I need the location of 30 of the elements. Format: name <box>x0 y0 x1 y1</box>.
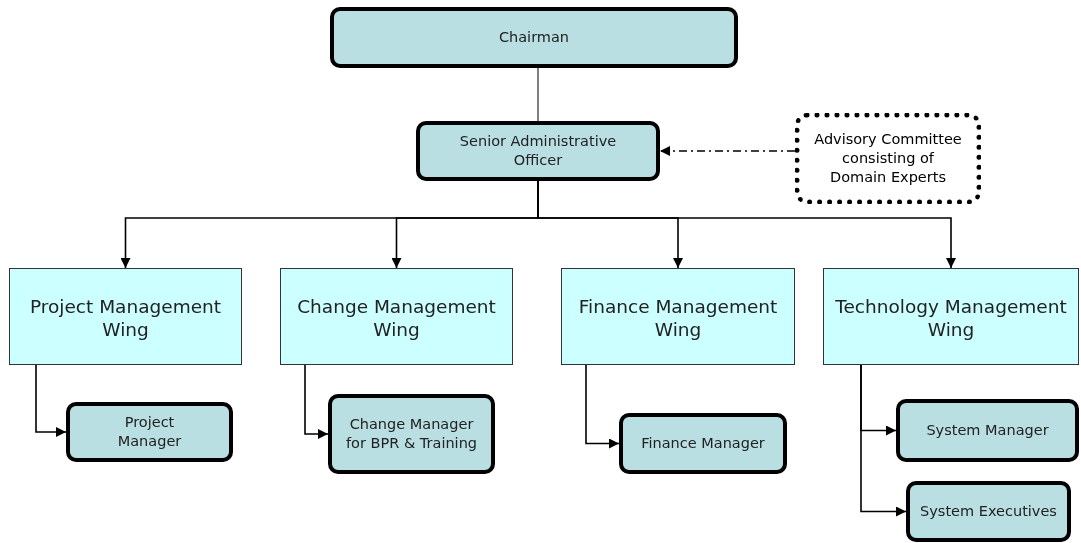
node-label: Project Management Wing <box>28 295 222 341</box>
arrow <box>304 364 329 439</box>
node-label: Finance Management Wing <box>577 295 779 341</box>
wing-box <box>280 268 513 365</box>
node-label: Finance Manager <box>640 434 766 453</box>
role-box <box>328 394 495 474</box>
wing-box <box>9 268 242 365</box>
arrow <box>35 364 67 437</box>
node-label: Chairman <box>497 28 571 47</box>
role-box <box>906 481 1071 542</box>
wing-box <box>823 268 1079 365</box>
node-label: System Executives <box>919 502 1058 521</box>
role-box <box>619 413 787 474</box>
node-label: System Manager <box>925 421 1050 440</box>
arrow <box>585 364 620 449</box>
node-label: Change Management Wing <box>296 295 497 341</box>
node-label: Advisory Committee consisting of Domain Experts <box>813 130 963 187</box>
node-label: Project Manager <box>116 413 183 451</box>
node-label: Change Manager for BPR & Training <box>344 415 479 453</box>
title-box <box>330 7 738 68</box>
node-label: Technology Management Wing <box>834 295 1068 341</box>
committee-box <box>795 113 981 204</box>
connector-line <box>537 67 539 122</box>
wing-box <box>561 268 795 365</box>
role-box <box>66 402 233 462</box>
node-label: Senior Administrative Officer <box>458 132 618 170</box>
arrow <box>860 364 907 517</box>
role-box <box>896 399 1079 462</box>
role-box <box>416 121 660 181</box>
arrow <box>659 146 796 156</box>
